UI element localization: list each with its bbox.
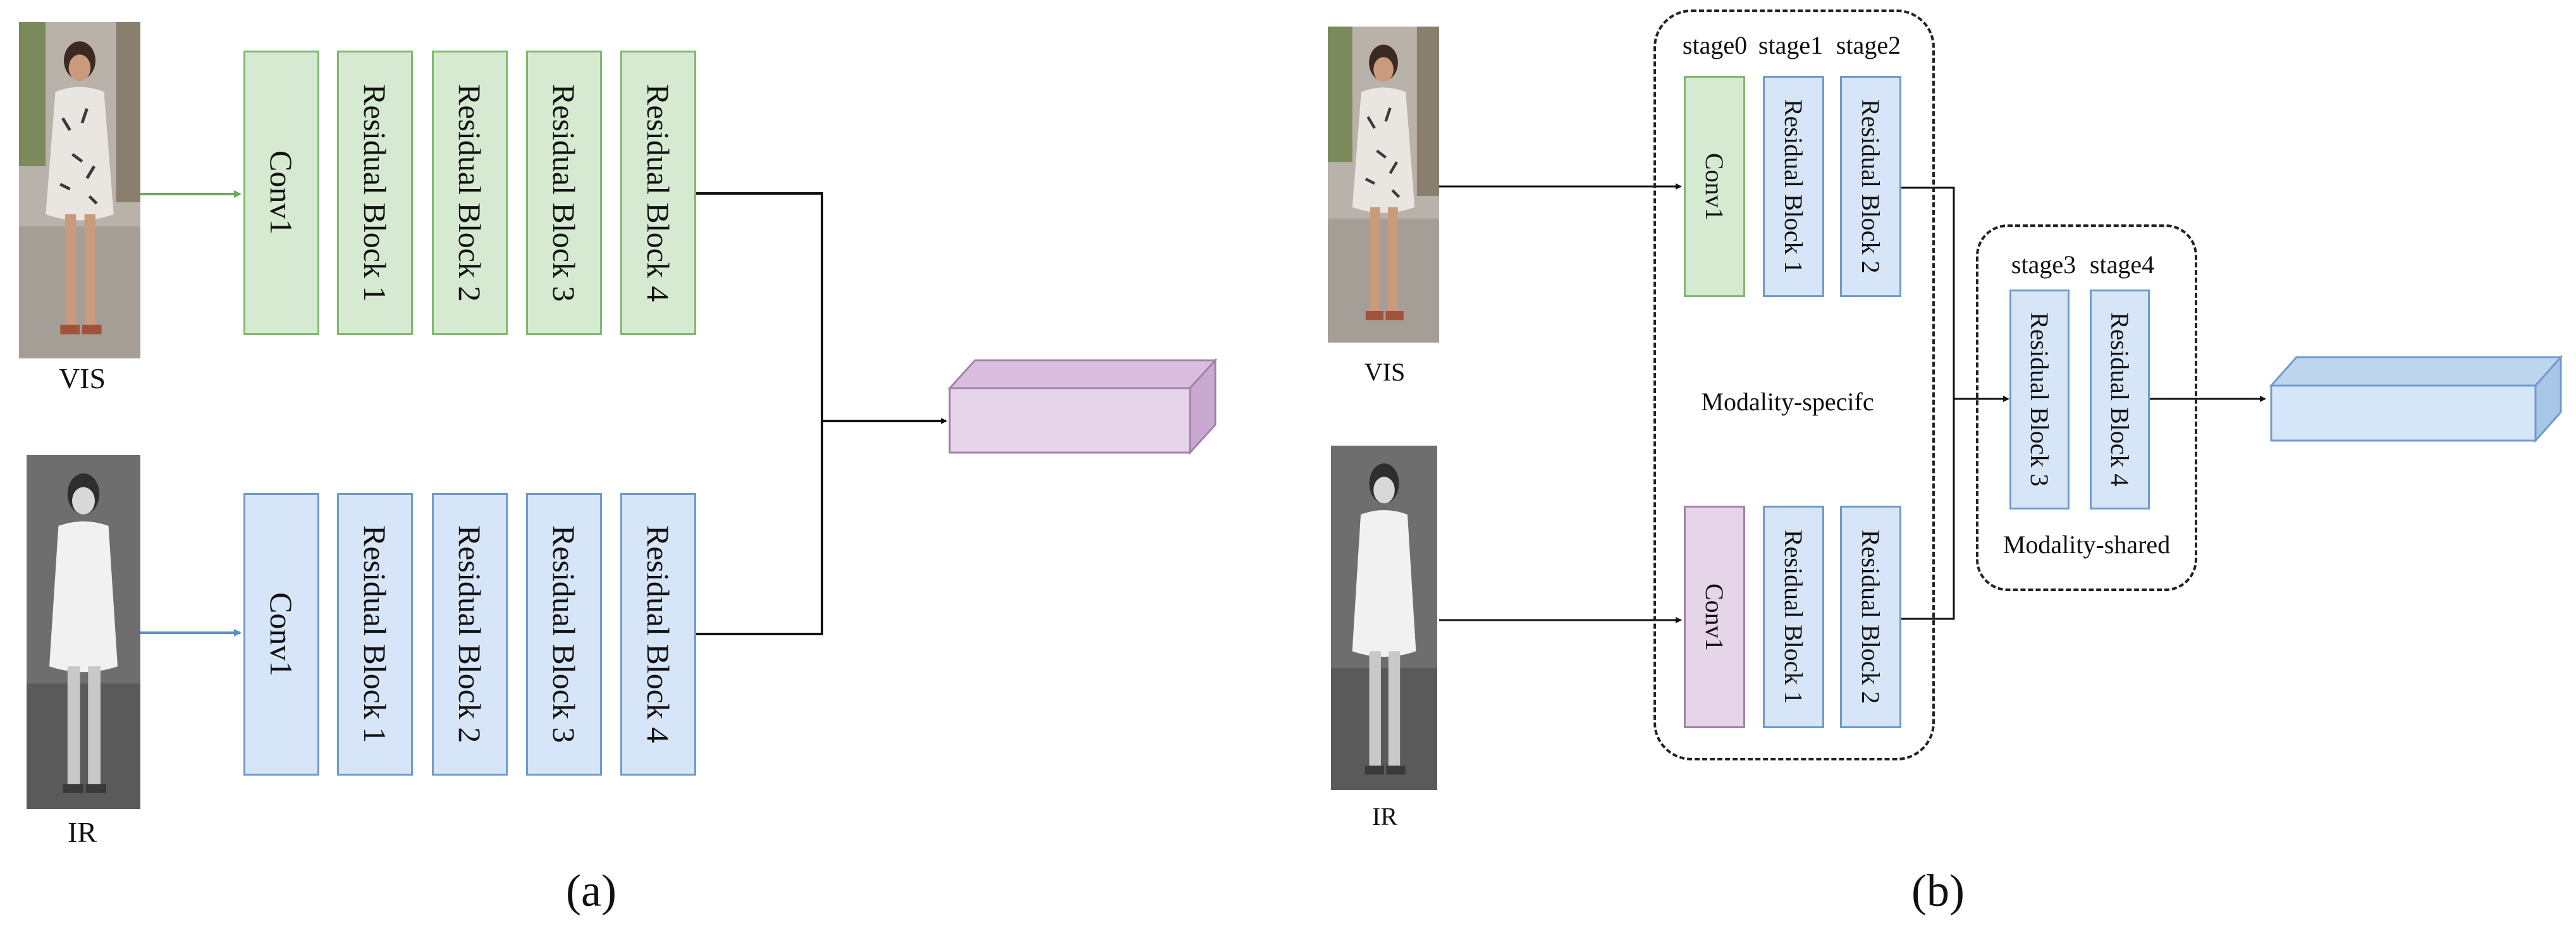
ir-residual-block-1-a: Residual Block 1 <box>337 493 413 776</box>
feature-cuboid-b <box>2269 355 2563 443</box>
modality-specific-label: Modality-specifc <box>1701 387 1874 416</box>
vis-photo-b <box>1328 27 1439 343</box>
ir-label-b: IR <box>1372 802 1397 831</box>
ir-conv1-block-a: Conv1 <box>243 493 319 776</box>
vis-merge-line-b <box>1900 186 1955 399</box>
ir-residual-block-3-a: Residual Block 3 <box>526 493 602 776</box>
stage4-label: stage4 <box>2089 250 2155 279</box>
vis-residual-block-1-b: Residual Block 1 <box>1763 76 1824 297</box>
vis-residual-block-3-a: Residual Block 3 <box>526 51 602 335</box>
panel-a-caption: (a) <box>566 865 616 916</box>
ir-merge-line-b <box>1900 399 1955 620</box>
vis-photo-a <box>19 22 140 358</box>
stage0-label: stage0 <box>1682 31 1748 59</box>
feature-cuboid-a <box>947 358 1218 455</box>
vis-residual-block-2-a: Residual Block 2 <box>432 51 508 335</box>
ir-label-a: IR <box>68 816 97 848</box>
vis-label-b: VIS <box>1364 358 1406 386</box>
vis-conv1-block-b: Conv1 <box>1684 76 1745 297</box>
modality-shared-group <box>1976 224 2197 591</box>
vis-conv1-block-a: Conv1 <box>243 51 319 335</box>
stage2-label: stage2 <box>1836 31 1901 59</box>
shared-residual-block-4: Residual Block 4 <box>2090 290 2150 509</box>
vis-residual-block-2-b: Residual Block 2 <box>1840 76 1901 297</box>
vis-residual-block-4-a: Residual Block 4 <box>620 51 696 335</box>
ir-photo-a <box>27 455 140 809</box>
modality-specific-group <box>1653 9 1935 760</box>
modality-shared-label: Modality-shared <box>2003 530 2171 559</box>
ir-residual-block-1-b: Residual Block 1 <box>1763 506 1824 728</box>
stage3-label: stage3 <box>2011 250 2076 279</box>
ir-residual-block-2-a: Residual Block 2 <box>432 493 508 776</box>
panel-b-caption: (b) <box>1911 865 1965 916</box>
ir-merge-line-a <box>696 421 823 635</box>
ir-photo-b <box>1331 446 1437 790</box>
vis-residual-block-1-a: Residual Block 1 <box>337 51 413 335</box>
vis-label-a: VIS <box>58 362 106 394</box>
vis-merge-line-a <box>696 192 823 421</box>
stage1-label: stage1 <box>1758 31 1824 59</box>
ir-residual-block-2-b: Residual Block 2 <box>1840 506 1901 728</box>
ir-conv1-block-b: Conv1 <box>1684 506 1745 728</box>
shared-residual-block-3: Residual Block 3 <box>2009 290 2070 509</box>
ir-residual-block-4-a: Residual Block 4 <box>620 493 696 776</box>
